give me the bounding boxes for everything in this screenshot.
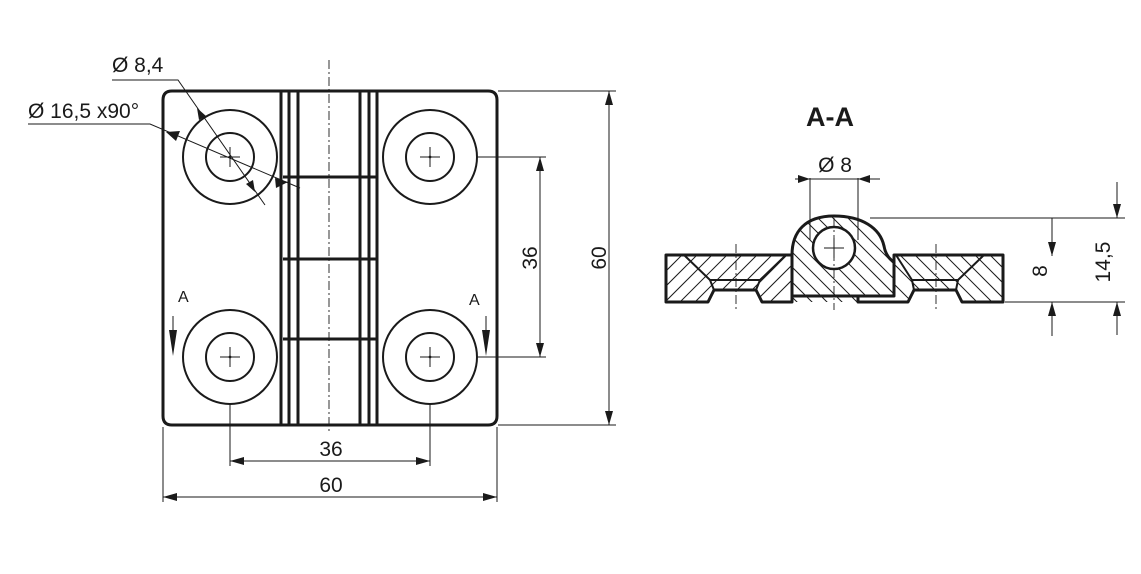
dim-leaf-thickness: 8 [870, 217, 1060, 336]
hole-top-left [182, 109, 278, 205]
section-hatch-left [666, 255, 792, 302]
front-view: Ø 8,4 Ø 16,5 x90° A A 36 [28, 54, 616, 502]
section-outline [664, 214, 1005, 304]
dim-hole-spacing-vertical: 36 [478, 156, 546, 358]
countersink-label: Ø 16,5 x90° [28, 100, 139, 123]
diameter-leaders [28, 79, 301, 206]
svg-text:36: 36 [519, 246, 542, 269]
svg-text:60: 60 [319, 474, 342, 497]
svg-text:8: 8 [1029, 265, 1052, 277]
section-title: A-A [806, 102, 854, 132]
section-marker-right: A [469, 292, 490, 356]
dim-width: 60 [162, 427, 498, 502]
hole-bottom-right [382, 309, 478, 405]
hole-diameter-label: Ø 8,4 [112, 54, 164, 77]
dim-height: 60 [498, 90, 616, 426]
dim-total-height: 14,5 [1060, 182, 1125, 335]
hinge-knuckle [281, 89, 378, 427]
dim-hole-spacing-horizontal: 36 [229, 405, 431, 466]
svg-text:Ø 8: Ø 8 [818, 154, 852, 177]
right-leaf-outline [375, 89, 499, 427]
section-view: A-A [664, 102, 1125, 336]
svg-text:14,5: 14,5 [1092, 242, 1115, 283]
section-marker-left: A [169, 289, 189, 356]
svg-text:A: A [469, 292, 480, 309]
dim-pin-diameter: Ø 8 [795, 154, 880, 240]
svg-text:36: 36 [319, 438, 342, 461]
svg-text:A: A [178, 289, 189, 306]
left-leaf-outline [161, 89, 283, 427]
svg-text:60: 60 [588, 246, 611, 269]
hole-bottom-left [182, 309, 278, 405]
hole-top-right [382, 109, 478, 205]
